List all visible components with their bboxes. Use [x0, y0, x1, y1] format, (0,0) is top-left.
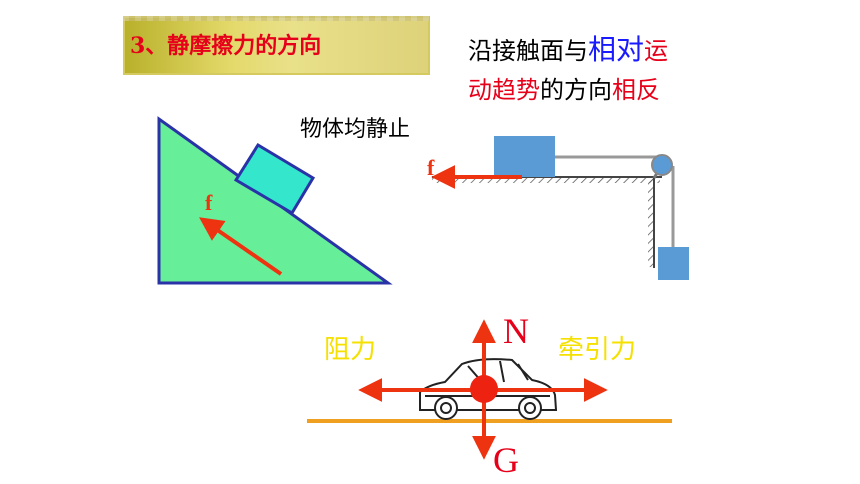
incline-diagram: f: [157, 116, 393, 285]
caption-text: 的方向: [540, 76, 612, 104]
hanging-block: [658, 247, 689, 280]
caption-text-red: 相反: [612, 76, 660, 104]
incline-friction-arrow: [199, 217, 283, 276]
table-hatch: [432, 177, 660, 183]
pulley-wheel: [651, 154, 673, 176]
resistance-label: 阻力: [324, 335, 377, 365]
table-force-label: f: [427, 155, 435, 180]
car-diagram: [307, 319, 672, 460]
caption-emphasis: 相对: [588, 33, 645, 66]
center-of-mass: [470, 375, 498, 403]
still-label: 物体均静止: [300, 117, 411, 142]
caption-text-red: 运: [644, 37, 669, 65]
caption-line-2: 动趋势的方向相反: [468, 78, 660, 102]
caption-line-1: 沿接触面与相对运: [468, 36, 668, 64]
title-banner: [123, 16, 430, 75]
slide-title: 3、静摩擦力的方向: [130, 33, 322, 59]
gravity-label: G: [493, 440, 519, 480]
wall-hatch: [648, 177, 654, 267]
caption-text: 沿接触面与: [468, 37, 588, 65]
table-block: [494, 136, 555, 177]
incline-block: [233, 142, 316, 216]
traction-label: 牵引力: [558, 335, 637, 365]
normal-force-label: N: [503, 311, 529, 351]
incline-force-label: f: [205, 190, 213, 215]
caption-text-red: 动趋势: [468, 76, 540, 104]
pulley-diagram: f: [427, 136, 689, 280]
